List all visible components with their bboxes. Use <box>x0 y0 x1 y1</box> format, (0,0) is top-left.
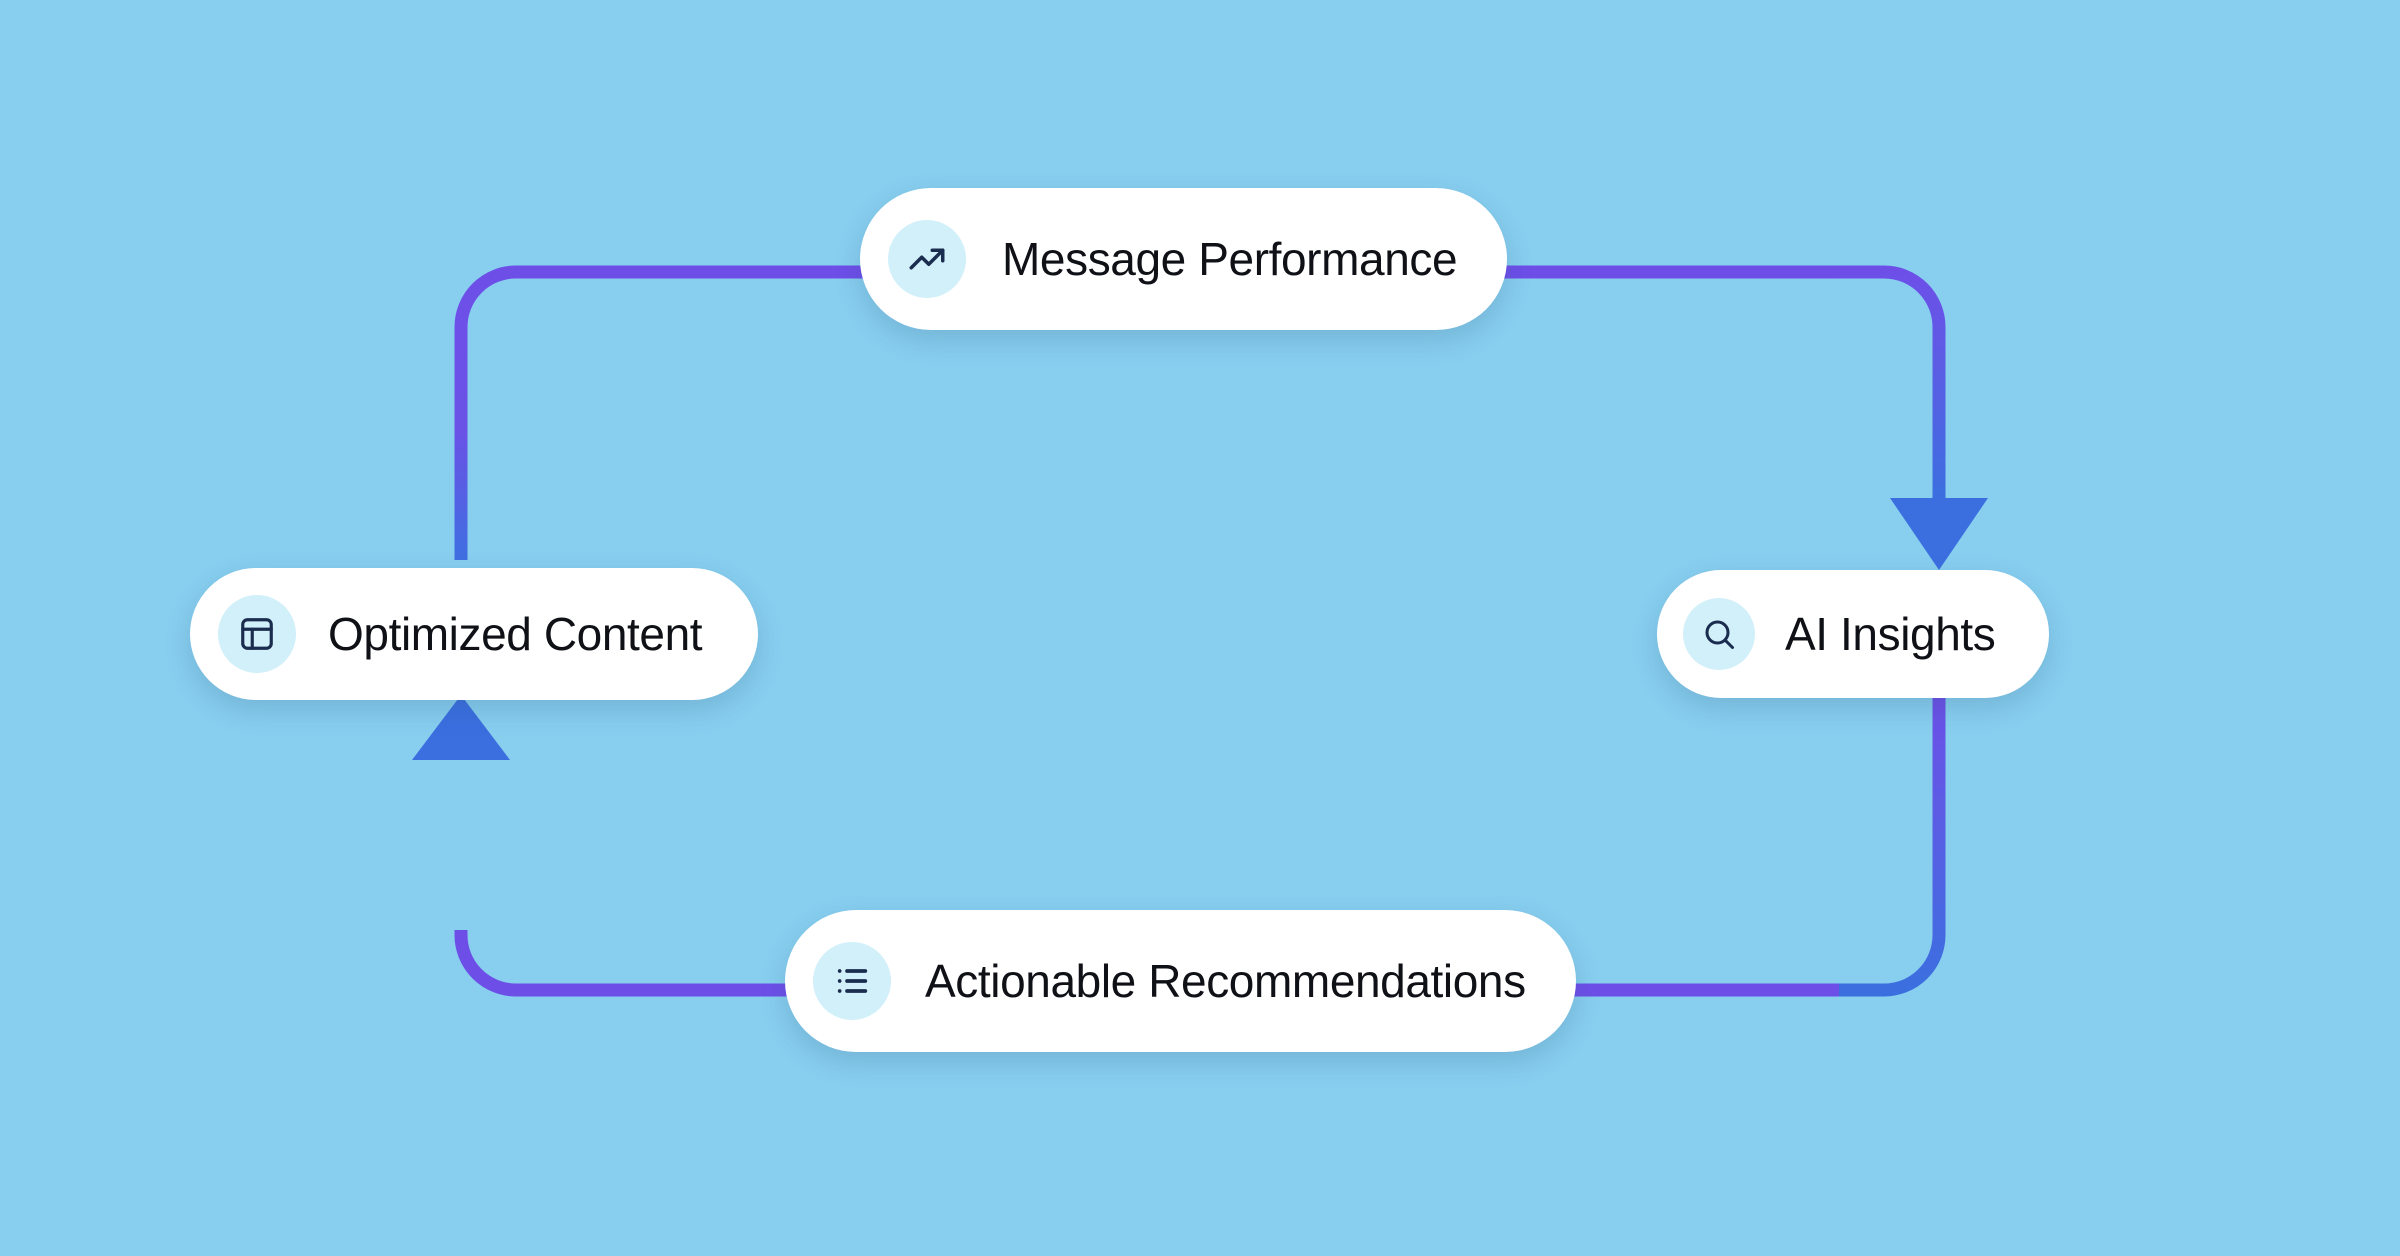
node-label-ai-insights: AI Insights <box>1785 608 1996 660</box>
node-label-optimized-content: Optimized Content <box>328 608 703 660</box>
list-icon <box>813 942 891 1020</box>
track-right-lower <box>1839 690 1946 997</box>
track-bottom-edge <box>454 930 1839 997</box>
track-right-upper <box>1839 265 1946 500</box>
node-label-actionable-recommendations: Actionable Recommendations <box>925 955 1526 1007</box>
node-message-performance[interactable]: Message Performance <box>860 188 1508 330</box>
node-actionable-recommendations[interactable]: Actionable Recommendations <box>785 910 1576 1052</box>
trending-up-icon <box>888 220 966 298</box>
layout-panels-icon <box>218 595 296 673</box>
search-icon <box>1683 598 1755 670</box>
node-ai-insights[interactable]: AI Insights <box>1657 570 2050 698</box>
track-left-upper <box>454 265 571 560</box>
node-optimized-content[interactable]: Optimized Content <box>190 568 759 700</box>
arrow-to-ai-insights-head <box>1890 498 1988 570</box>
node-label-message-performance: Message Performance <box>1002 233 1458 285</box>
arrow-to-optimized-content-head <box>412 695 510 760</box>
